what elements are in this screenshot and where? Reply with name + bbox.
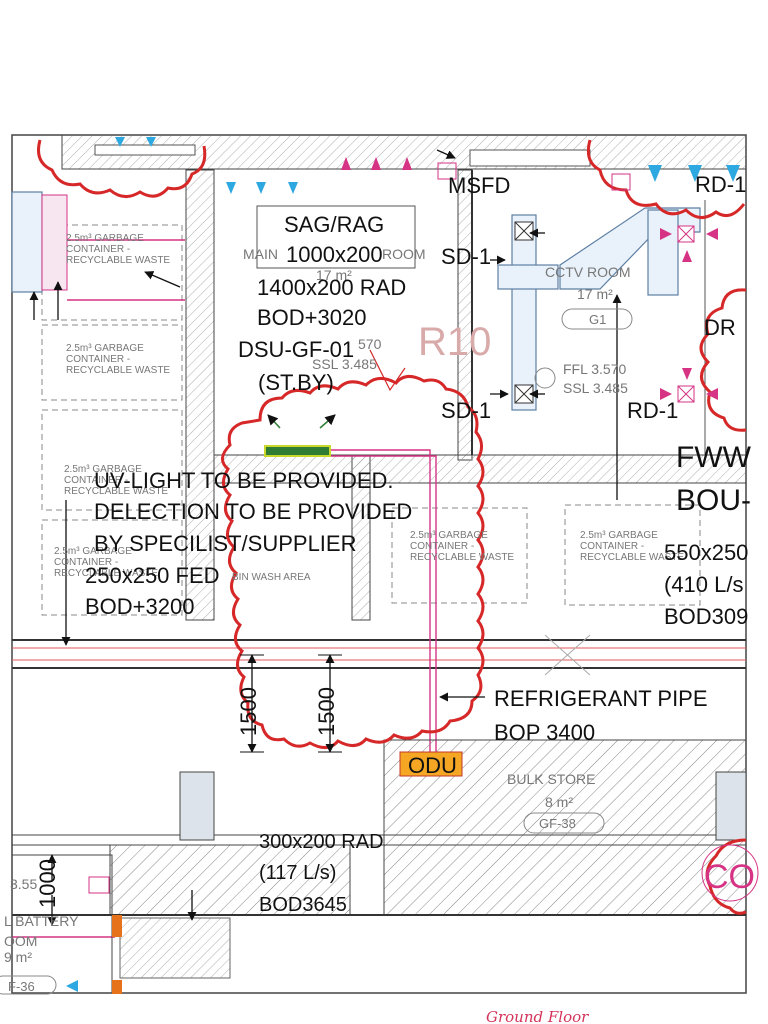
svg-text:RECYCLABLE WASTE: RECYCLABLE WASTE bbox=[66, 365, 170, 376]
fww-label: FWW bbox=[676, 441, 752, 474]
supply-bod-label: BOD309 bbox=[664, 604, 748, 629]
main-room-label: MAIN bbox=[243, 246, 278, 262]
main-room-area: 17 m² bbox=[316, 267, 352, 283]
cctv-room-area: 17 m² bbox=[577, 286, 613, 302]
uv-light bbox=[264, 445, 331, 457]
uv-note-line1: UV-LIGHT TO BE PROVIDED. bbox=[94, 468, 394, 493]
refrigerant-label: REFRIGERANT PIPE bbox=[494, 686, 708, 711]
sag-rag-size: 1000x200 bbox=[286, 242, 383, 267]
sag-rag-label: SAG/RAG bbox=[284, 212, 384, 237]
supply-flow-label: (410 L/s bbox=[664, 572, 744, 597]
svg-text:CONTAINER -: CONTAINER - bbox=[54, 557, 118, 568]
sag-rag-box bbox=[256, 205, 416, 269]
level-label: 3.55 bbox=[10, 876, 37, 892]
battery-room-tag: F-36 bbox=[8, 979, 35, 994]
svg-text:CONTAINER -: CONTAINER - bbox=[66, 244, 130, 255]
dsu-standby: (ST.BY) bbox=[258, 370, 334, 395]
uv-note-line2: DELECTION TO BE PROVIDED bbox=[94, 499, 412, 524]
garbage-label-5: 2.5m³ GARBAGE CONTAINER - RECYCLABLE WAS… bbox=[410, 530, 514, 563]
cctv-ffl: FFL 3.570 bbox=[563, 361, 627, 377]
svg-text:2.5m³ GARBAGE: 2.5m³ GARBAGE bbox=[410, 530, 488, 541]
svg-text:RECYCLABLE WASTE: RECYCLABLE WASTE bbox=[66, 255, 170, 266]
svg-text:CONTAINER -: CONTAINER - bbox=[66, 354, 130, 365]
battery-room-label: L BATTERY bbox=[4, 913, 79, 929]
main-room-label-suffix: ROOM bbox=[382, 246, 426, 262]
garbage-label-1: 2.5m³ GARBAGE CONTAINER - RECYCLABLE WAS… bbox=[66, 233, 170, 266]
svg-text:RECYCLABLE WASTE: RECYCLABLE WASTE bbox=[580, 552, 684, 563]
bulk-store-area: 8 m² bbox=[545, 794, 573, 810]
rad300-bod: BOD3645 bbox=[259, 894, 347, 916]
rd1-mid-label: RD-1 bbox=[627, 398, 678, 423]
sd1-top-label: SD-1 bbox=[441, 244, 491, 269]
svg-text:2.5m³ GARBAGE: 2.5m³ GARBAGE bbox=[66, 343, 144, 354]
svg-text:RECYCLABLE WASTE: RECYCLABLE WASTE bbox=[54, 568, 158, 579]
supply-air-arrows bbox=[66, 137, 740, 992]
dim-1500-right: 1500 bbox=[314, 687, 339, 736]
svg-text:CONTAINER -: CONTAINER - bbox=[580, 541, 644, 552]
ground-floor-note: Ground Floor bbox=[486, 1008, 589, 1024]
rad-bod-label: BOD+3020 bbox=[257, 305, 366, 330]
bulk-store-tag: GF-38 bbox=[539, 816, 576, 831]
bin-wash-label: BIN WASH AREA bbox=[232, 572, 311, 583]
cctv-room-label: CCTV ROOM bbox=[545, 264, 631, 280]
svg-text:RECYCLABLE WASTE: RECYCLABLE WASTE bbox=[410, 552, 514, 563]
revision-cloud-main bbox=[221, 375, 485, 749]
garbage-label-3: 2.5m³ GARBAGE CONTAINER - RECYCLABLE WAS… bbox=[64, 464, 168, 497]
rad300-size: 300x200 RAD bbox=[259, 831, 384, 853]
svg-text:2.5m³ GARBAGE: 2.5m³ GARBAGE bbox=[66, 233, 144, 244]
rad-size-label: 1400x200 RAD bbox=[257, 275, 406, 300]
garbage-label-2: 2.5m³ GARBAGE CONTAINER - RECYCLABLE WAS… bbox=[66, 343, 170, 376]
svg-text:2.5m³ GARBAGE: 2.5m³ GARBAGE bbox=[54, 546, 132, 557]
dr-label: DR bbox=[704, 315, 736, 340]
odu-unit bbox=[399, 751, 463, 777]
dim-1500-left: 1500 bbox=[236, 687, 261, 736]
cctv-room-tag: G1 bbox=[589, 312, 606, 327]
refrigerant-bop: BOP 3400 bbox=[494, 720, 595, 745]
svg-text:RECYCLABLE WASTE: RECYCLABLE WASTE bbox=[64, 486, 168, 497]
battery-room-label-2: OOM bbox=[4, 933, 37, 949]
svg-text:2.5m³ GARBAGE: 2.5m³ GARBAGE bbox=[580, 530, 658, 541]
rad300-flow: (117 L/s) bbox=[259, 862, 336, 884]
main-room-ffl: 570 bbox=[358, 336, 382, 352]
sd1-bottom-label: SD-1 bbox=[441, 398, 491, 423]
fed-bod-label: BOD+3200 bbox=[85, 594, 194, 619]
dim-1000: 1000 bbox=[35, 859, 60, 908]
cctv-ssl: SSL 3.485 bbox=[563, 380, 628, 396]
main-room-ssl: SSL 3.485 bbox=[312, 356, 377, 372]
return-air-arrows bbox=[341, 157, 718, 400]
odu-label: ODU bbox=[408, 753, 457, 778]
dsu-label: DSU-GF-01 bbox=[238, 337, 354, 362]
fed-size-label: 250x250 FED bbox=[85, 563, 220, 588]
svg-text:CONTAINER -: CONTAINER - bbox=[64, 475, 128, 486]
uv-note-line3: BY SPECILIST/SUPPLIER bbox=[94, 531, 356, 556]
battery-room-area: 9 m² bbox=[4, 949, 32, 965]
bou-label: BOU- bbox=[676, 484, 751, 517]
bulk-store-label: BULK STORE bbox=[507, 771, 595, 787]
supply-size-label: 550x250 bbox=[664, 540, 748, 565]
svg-text:CONTAINER -: CONTAINER - bbox=[410, 541, 474, 552]
r10-label: R10 bbox=[418, 320, 491, 364]
garbage-label-4: 2.5m³ GARBAGE CONTAINER - RECYCLABLE WAS… bbox=[54, 546, 158, 579]
garbage-label-6: 2.5m³ GARBAGE CONTAINER - RECYCLABLE WAS… bbox=[580, 530, 684, 563]
svg-text:2.5m³ GARBAGE: 2.5m³ GARBAGE bbox=[64, 464, 142, 475]
co-label: CO bbox=[704, 858, 755, 896]
msfd-label: MSFD bbox=[448, 173, 510, 198]
rd1-top-label: RD-1 bbox=[695, 172, 746, 197]
